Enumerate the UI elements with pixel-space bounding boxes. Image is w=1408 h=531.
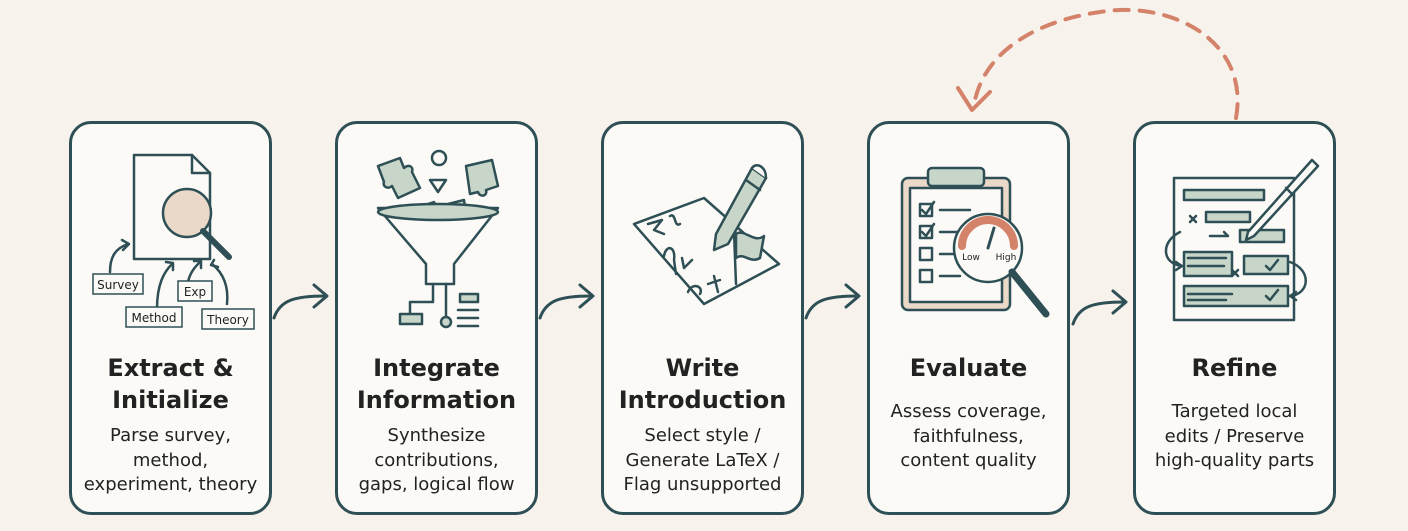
step-title: Write Introduction	[618, 354, 787, 414]
tag-exp: Exp	[177, 280, 213, 302]
svg-text:Survey: Survey	[97, 278, 139, 292]
step-description: Synthesize contributions, gaps, logical …	[358, 425, 515, 495]
document-scalpel-icon	[1164, 158, 1320, 322]
step-card-write: Write Introduction Select style / Genera…	[601, 121, 804, 515]
tag-method: Method	[125, 306, 183, 328]
step-card-extract: Survey Exp Method Theory Extract & Initi…	[69, 121, 272, 515]
arrow-2-to-3	[538, 283, 595, 320]
step-card-refine: Refine Targeted local edits / Preserve h…	[1133, 121, 1336, 515]
pen-latex-flag-icon	[632, 164, 781, 306]
gauge-low-label: Low	[962, 253, 980, 263]
step-description: Targeted local edits / Preserve high-qua…	[1154, 401, 1315, 471]
step-card-evaluate: Low High Evaluate Assess coverage, faith…	[867, 121, 1070, 515]
step-description: Select style / Generate LaTeX / Flag uns…	[623, 425, 782, 495]
arrow-1-to-2	[272, 283, 329, 320]
feedback-loop-arrow	[956, 7, 1240, 120]
step-title: Refine	[1191, 354, 1278, 382]
step-description: Assess coverage, faithfulness, content q…	[890, 401, 1047, 471]
step-title: Evaluate	[909, 354, 1028, 382]
tag-theory: Theory	[201, 308, 255, 330]
step-description: Parse survey, method, experiment, theory	[83, 425, 258, 495]
arrow-3-to-4	[804, 283, 861, 320]
arrow-4-to-5	[1071, 289, 1128, 326]
step-title: Extract & Initialize	[107, 354, 234, 414]
svg-text:Method: Method	[131, 311, 176, 325]
step-card-integrate: Integrate Information Synthesize contrib…	[335, 121, 538, 515]
tag-survey: Survey	[92, 273, 144, 295]
svg-text:Theory: Theory	[206, 313, 249, 327]
gauge-high-label: High	[996, 253, 1017, 263]
step-title: Integrate Information	[356, 354, 517, 414]
clipboard-gauge-icon: Low High	[900, 166, 1050, 318]
puzzle-funnel-icon	[376, 149, 500, 329]
svg-text:Exp: Exp	[184, 285, 206, 299]
document-magnifier-icon: Survey Exp Method Theory	[92, 153, 255, 330]
